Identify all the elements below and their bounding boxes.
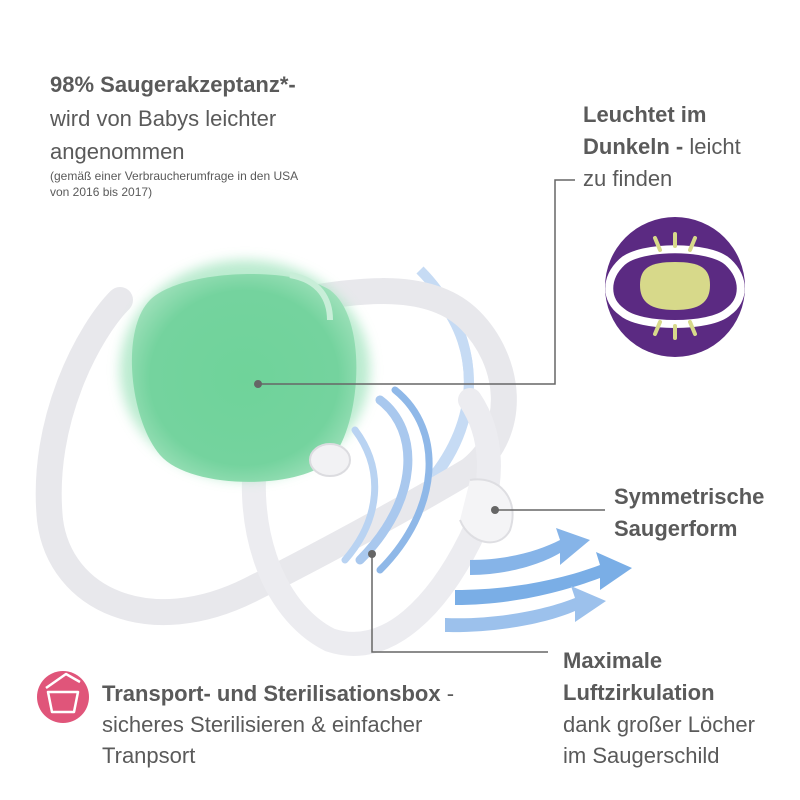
symmetric-heading-2: Saugerform [614, 516, 738, 541]
airflow-arrow-icon [445, 528, 632, 633]
acceptance-note-1: (gemäß einer Verbraucherumfrage in den U… [50, 169, 299, 183]
airflow-line-2: im Saugerschild [563, 743, 720, 768]
glow-bold-2: Dunkeln - [583, 134, 684, 159]
airflow-heading-2: Luftzirkulation [563, 680, 715, 705]
acceptance-note-2: von 2016 bis 2017) [50, 185, 153, 199]
glow-heading-1: Leuchtet im [583, 102, 707, 127]
acceptance-line-2: angenommen [50, 139, 185, 164]
glow-normal-2: leicht [683, 134, 741, 159]
airflow-inner [341, 386, 433, 574]
acceptance-line-1: wird von Babys leichter [50, 106, 277, 131]
symmetric-heading-1: Symmetrische [614, 484, 765, 509]
leader-lines [258, 179, 605, 653]
acceptance-heading: 98% Saugerakzeptanz*- [50, 72, 296, 97]
box-line-1: sicheres Sterilisieren & einfacher [102, 712, 423, 737]
box-dash: - [440, 681, 455, 706]
leader-dots [254, 380, 499, 558]
box-heading: Transport- und Sterilisationsbox - [102, 681, 454, 708]
box-line-2: Tranpsort [102, 743, 196, 768]
pacifier-shield [35, 278, 517, 656]
box-bold: Transport- und Sterilisationsbox [102, 681, 441, 706]
sterilizer-box-icon [37, 671, 89, 723]
glow-button [120, 260, 370, 482]
glow-heading-2: Dunkeln - leicht [583, 134, 741, 161]
airflow-line-1: dank großer Löcher [563, 712, 755, 737]
airflow-heading-1: Maximale [563, 648, 663, 673]
glow-in-dark-badge-icon [605, 217, 745, 357]
glow-line-3: zu finden [583, 166, 673, 191]
pacifier-hub [309, 443, 514, 544]
